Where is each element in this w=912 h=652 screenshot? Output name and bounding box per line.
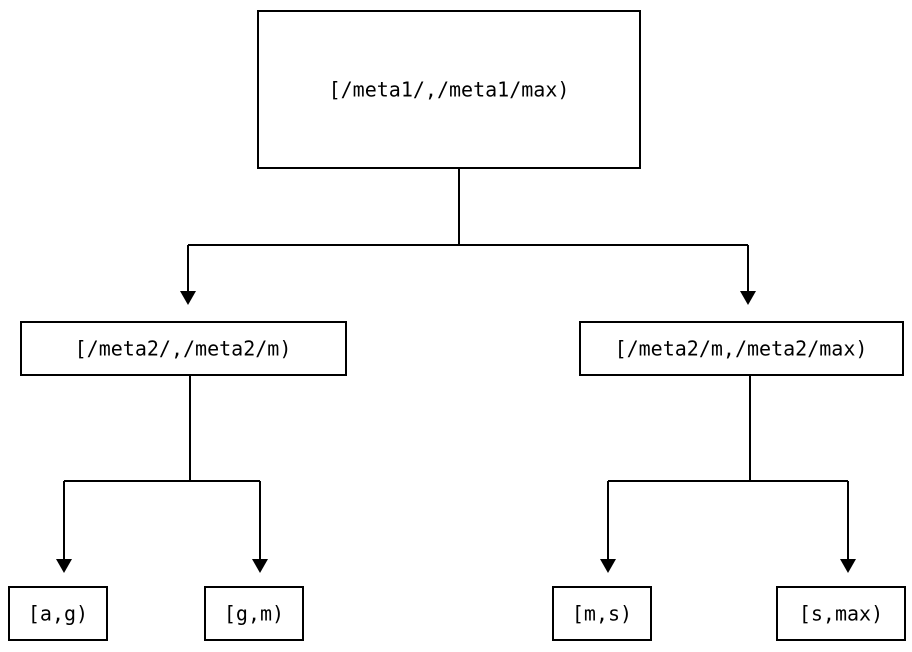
edge-group-mid-left [56,375,268,573]
node-leaf-2-label: [g,m) [224,602,284,626]
edge-group-root [180,168,756,305]
node-mid-left[interactable]: [/meta2/,/meta2/m) [19,320,348,377]
node-mid-left-label: [/meta2/,/meta2/m) [75,337,292,361]
node-leaf-1-box[interactable] [7,585,109,642]
node-leaf-4-label: [s,max) [799,602,883,626]
node-root-label: [/meta1/,/meta1/max) [329,78,570,102]
node-leaf-4-box[interactable] [775,585,907,642]
arrow-head-mid-left [180,291,196,305]
node-root-box[interactable] [256,9,642,170]
node-leaf-3-label: [m,s) [572,602,632,626]
arrow-head-leaf-2 [252,559,268,573]
arrow-head-leaf-4 [840,559,856,573]
node-mid-right-box[interactable] [578,320,905,377]
node-leaf-4[interactable]: [s,max) [775,585,907,642]
node-leaf-2-box[interactable] [203,585,305,642]
node-leaf-3-box[interactable] [551,585,653,642]
node-leaf-2[interactable]: [g,m) [203,585,305,642]
arrow-head-mid-right [740,291,756,305]
node-mid-right[interactable]: [/meta2/m,/meta2/max) [578,320,905,377]
node-mid-right-label: [/meta2/m,/meta2/max) [615,337,868,361]
node-mid-left-box[interactable] [19,320,348,377]
edge-group-mid-right [600,375,856,573]
node-leaf-1-label: [a,g) [28,602,88,626]
node-leaf-3[interactable]: [m,s) [551,585,653,642]
node-leaf-1[interactable]: [a,g) [7,585,109,642]
node-root[interactable]: [/meta1/,/meta1/max) [256,9,642,170]
arrow-head-leaf-3 [600,559,616,573]
arrow-head-leaf-1 [56,559,72,573]
